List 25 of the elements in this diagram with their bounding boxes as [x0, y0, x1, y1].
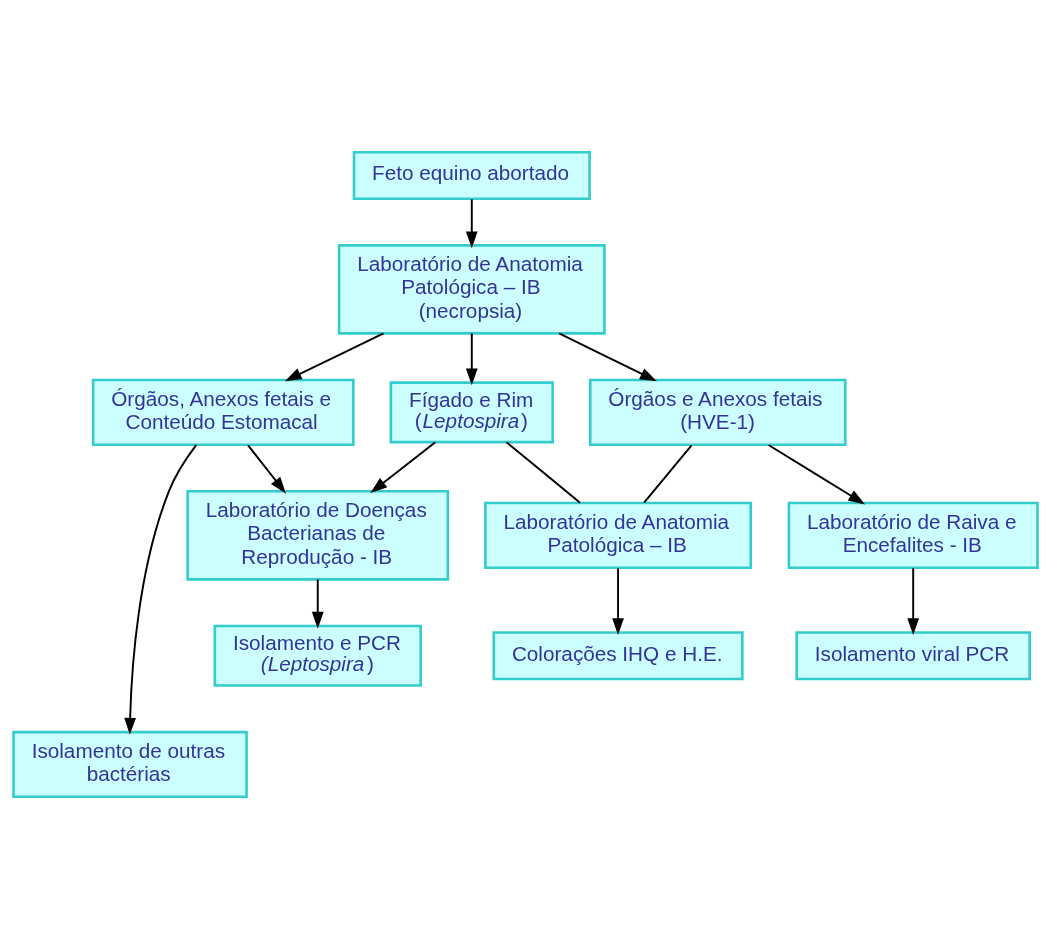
node-box: Feto equino abortado — [352, 150, 591, 200]
arrow — [247, 443, 286, 494]
node-box: Colorações IHQ e H.E. — [492, 630, 744, 680]
arrow — [767, 443, 866, 504]
node-box: Órgãos, Anexos fetais e Conteúdo Estomacal — [91, 378, 355, 446]
node-box: Laboratório de Anatomia Patológica – IB (necropsia) — [337, 243, 606, 335]
connector — [643, 443, 693, 504]
node-box: Fígado e Rim (Leptospira) — [389, 380, 554, 443]
arrow — [465, 332, 478, 385]
arrow — [124, 443, 198, 735]
arrow — [465, 197, 478, 248]
node-box: Isolamento viral PCR — [795, 630, 1031, 680]
arrow — [311, 578, 324, 629]
node-box: Laboratório de Anatomia Patológica – IB — [484, 501, 753, 569]
node-box: Isolamento de outras bactérias — [12, 730, 248, 798]
arrow — [284, 332, 385, 381]
node-box: Isolamento e PCR (Leptospira) — [213, 624, 422, 687]
arrow — [612, 566, 624, 635]
arrow — [558, 332, 657, 381]
arrow — [370, 440, 437, 493]
arrow — [907, 566, 920, 635]
node-box: Laboratório de Doenças Bacterianas de Reprodução - IB — [186, 489, 450, 581]
node-box: Órgãos e Anexos fetais (HVE-1) — [588, 378, 847, 446]
node-box: Laboratório de Raiva e Encefalites - IB — [787, 501, 1039, 569]
connector — [505, 440, 581, 504]
